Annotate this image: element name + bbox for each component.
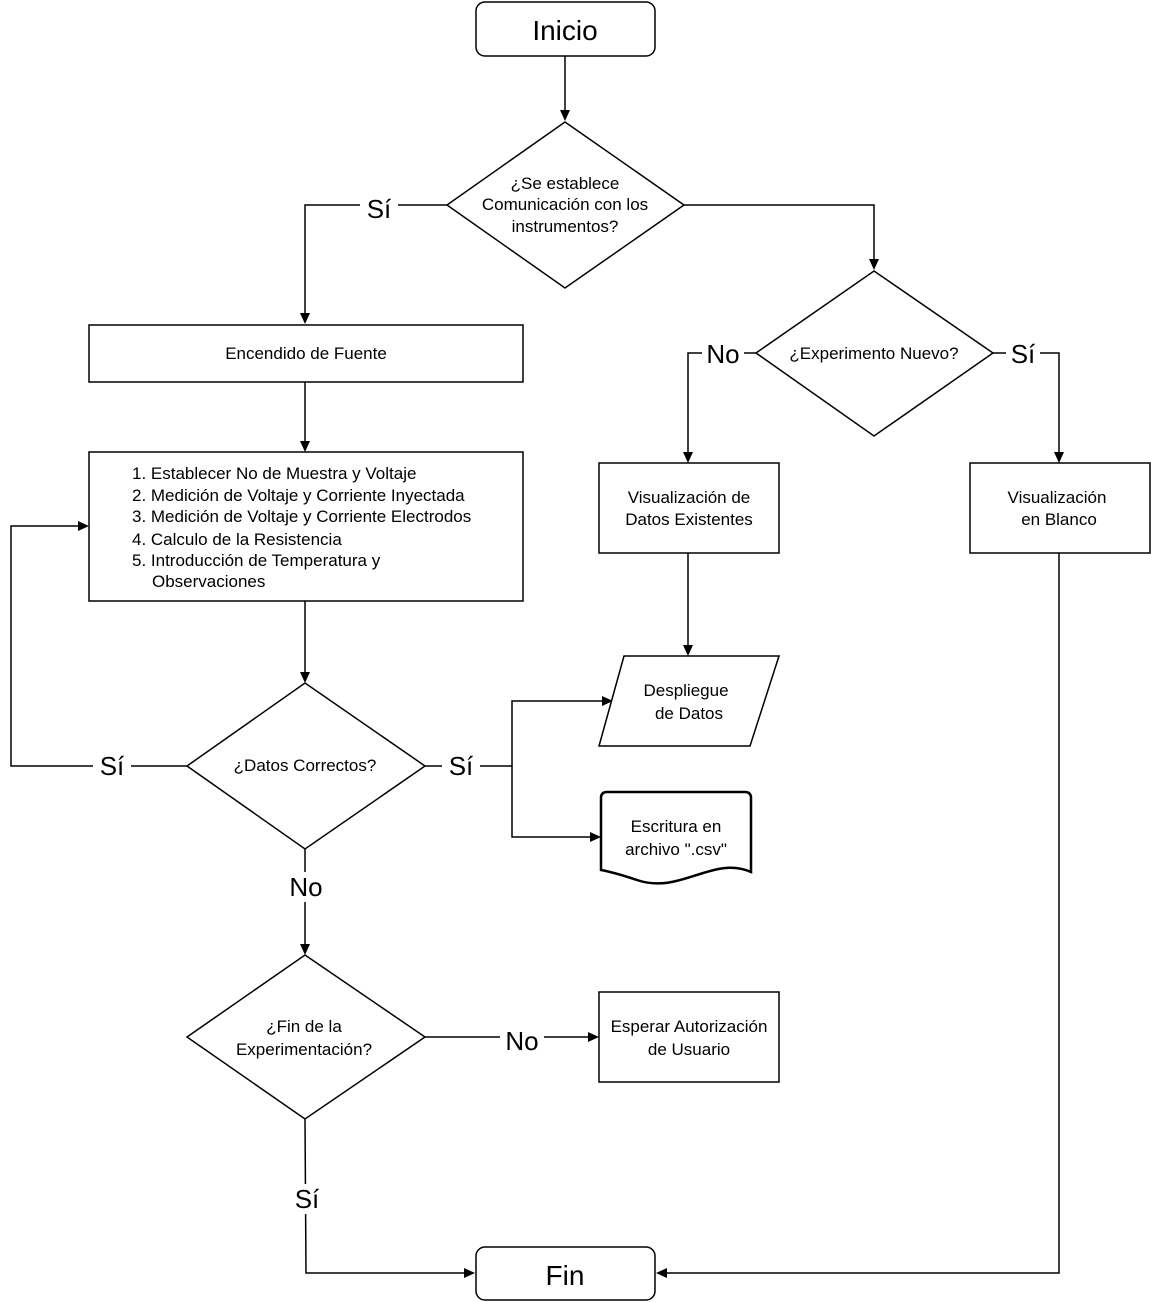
decision-comunicacion-line-3: instrumentos?: [512, 217, 619, 236]
edge-label-fin-si: Sí: [295, 1184, 320, 1214]
node-inicio-label: Inicio: [532, 15, 597, 46]
process-pasos-step-2: 2. Medición de Voltaje y Corriente Inyec…: [132, 486, 465, 505]
process-esperar-line-1: Esperar Autorización: [611, 1017, 768, 1036]
edge-label-comunicacion-si: Sí: [367, 194, 392, 224]
process-pasos-step-1: 1. Establecer No de Muestra y Voltaje: [132, 464, 416, 483]
process-visualizacion-blanco-line-2: en Blanco: [1021, 510, 1097, 529]
document-escritura-line-1: Escritura en: [631, 817, 722, 836]
arrowhead: [560, 110, 570, 121]
process-pasos-step-5: 5. Introducción de Temperatura y: [132, 551, 381, 570]
process-visualizacion-datos-line-2: Datos Existentes: [625, 510, 753, 529]
arrowhead: [869, 259, 879, 270]
edge-label-datos-no: No: [289, 872, 322, 902]
process-esperar: Esperar Autorización de Usuario: [598, 991, 780, 1083]
process-visualizacion-datos: Visualización de Datos Existentes: [598, 462, 780, 554]
process-visualizacion-blanco-line-1: Visualización: [1008, 488, 1107, 507]
edge-label-datos-si-loop: Sí: [100, 751, 125, 781]
process-pasos: 1. Establecer No de Muestra y Voltaje 2.…: [88, 451, 524, 602]
arrowhead: [588, 1032, 599, 1042]
document-escritura: Escritura en archivo ".csv": [599, 790, 753, 885]
edge-finexp-fin: [304, 1118, 466, 1274]
node-fin: Fin: [475, 1246, 656, 1301]
edge-visblanco-fin: [665, 553, 1060, 1274]
decision-experimento-nuevo: ¿Experimento Nuevo?: [754, 270, 995, 437]
process-visualizacion-blanco: Visualización en Blanco: [969, 462, 1151, 554]
arrowhead: [602, 696, 613, 706]
decision-fin-experimentacion: ¿Fin de la Experimentación?: [185, 954, 427, 1120]
process-pasos-step-3: 3. Medición de Voltaje y Corriente Elect…: [132, 507, 471, 526]
node-fin-label: Fin: [546, 1260, 585, 1291]
process-encendido-label: Encendido de Fuente: [225, 344, 387, 363]
process-visualizacion-datos-line-1: Visualización de: [628, 488, 751, 507]
document-escritura-line-2: archivo ".csv": [625, 840, 727, 859]
arrowhead: [300, 944, 310, 955]
io-despliegue: Despliegue de Datos: [598, 655, 781, 747]
process-pasos-step-4: 4. Calculo de la Resistencia: [132, 530, 342, 549]
io-despliegue-line-1: Despliegue: [643, 681, 728, 700]
io-despliegue-line-2: de Datos: [655, 704, 723, 723]
arrowhead: [300, 441, 310, 452]
decision-comunicacion-line-1: ¿Se establece: [511, 174, 620, 193]
decision-datos-correctos-label: ¿Datos Correctos?: [234, 756, 377, 775]
edge-label-experimento-no: No: [706, 339, 739, 369]
arrowhead: [683, 452, 693, 463]
edge-label-fin-no: No: [505, 1026, 538, 1056]
arrowhead: [78, 521, 89, 531]
node-inicio: Inicio: [475, 1, 656, 57]
decision-comunicacion-line-2: Comunicación con los: [482, 195, 648, 214]
edge-comunicacion-encendido: [304, 204, 447, 315]
decision-fin-experimentacion-line-1: ¿Fin de la: [266, 1017, 342, 1036]
decision-datos-correctos: ¿Datos Correctos?: [185, 682, 427, 850]
process-pasos-step-5-cont: Observaciones: [152, 572, 265, 591]
process-esperar-line-2: de Usuario: [648, 1040, 730, 1059]
arrowhead: [1054, 452, 1064, 463]
arrowhead: [300, 672, 310, 683]
decision-fin-experimentacion-line-2: Experimentación?: [236, 1040, 372, 1059]
decision-comunicacion: ¿Se establece Comunicación con los instr…: [445, 121, 686, 289]
edge-label-experimento-si: Sí: [1011, 339, 1036, 369]
edge-datos-escritura: [511, 766, 592, 838]
edge-comunicacion-experimento: [684, 204, 875, 261]
decision-experimento-nuevo-label: ¿Experimento Nuevo?: [789, 344, 958, 363]
arrowhead: [300, 313, 310, 324]
edge-label-datos-si-output: Sí: [449, 751, 474, 781]
arrowhead: [464, 1268, 475, 1278]
arrowhead: [656, 1268, 667, 1278]
edge-labels: Sí No Sí Sí Sí No No Sí: [93, 192, 1040, 1214]
arrowhead: [590, 832, 601, 842]
process-encendido: Encendido de Fuente: [88, 324, 524, 383]
arrowhead: [683, 645, 693, 656]
